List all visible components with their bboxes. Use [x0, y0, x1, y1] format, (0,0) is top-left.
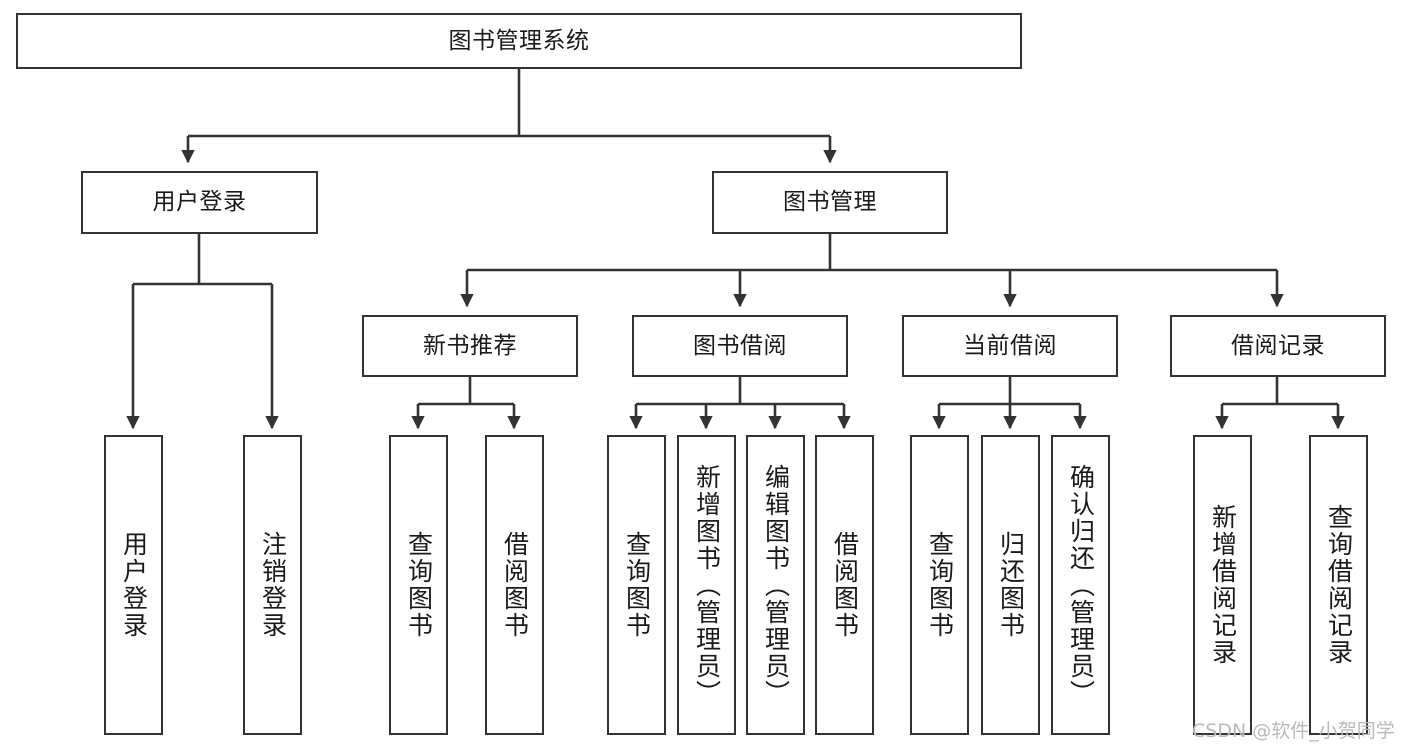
node-label: 用户登录: [119, 531, 149, 639]
node-label: 新书推荐: [423, 332, 517, 359]
node-label: 图书借阅: [693, 332, 787, 359]
node-root-book-management-system[interactable]: 图书管理系统: [16, 13, 1022, 69]
node-label: 新增图书（管理员）: [692, 463, 722, 707]
node-label: 借阅图书: [830, 531, 860, 639]
node-leaf-logout[interactable]: 注销登录: [243, 435, 302, 735]
node-leaf-current-query-book[interactable]: 查询图书: [910, 435, 969, 735]
node-leaf-query-borrow-record[interactable]: 查询借阅记录: [1309, 435, 1368, 735]
node-label: 借阅图书: [500, 531, 530, 639]
node-new-book-recommendation[interactable]: 新书推荐: [362, 315, 578, 377]
node-borrow-record[interactable]: 借阅记录: [1170, 315, 1386, 377]
node-label: 借阅记录: [1231, 332, 1325, 359]
node-leaf-edit-book-admin[interactable]: 编辑图书（管理员）: [746, 435, 805, 735]
node-user-login[interactable]: 用户登录: [81, 171, 318, 234]
node-label: 图书管理系统: [448, 27, 590, 54]
node-label: 用户登录: [152, 189, 247, 215]
node-leaf-confirm-return-admin[interactable]: 确认归还（管理员）: [1051, 435, 1110, 735]
node-leaf-newbook-borrow-book[interactable]: 借阅图书: [485, 435, 544, 735]
node-label: 确认归还（管理员）: [1066, 463, 1096, 707]
node-label: 新增借阅记录: [1208, 504, 1238, 666]
node-label: 编辑图书（管理员）: [761, 463, 791, 707]
node-book-management[interactable]: 图书管理: [712, 171, 948, 234]
node-label: 查询图书: [925, 531, 955, 639]
node-book-borrow[interactable]: 图书借阅: [632, 315, 848, 377]
node-leaf-borrow-borrow-book[interactable]: 借阅图书: [815, 435, 874, 735]
node-label: 归还图书: [996, 531, 1026, 639]
node-leaf-borrow-query-book[interactable]: 查询图书: [607, 435, 666, 735]
node-label: 注销登录: [258, 531, 288, 639]
node-label: 查询图书: [404, 531, 434, 639]
node-leaf-newbook-query-book[interactable]: 查询图书: [389, 435, 448, 735]
node-leaf-add-borrow-record[interactable]: 新增借阅记录: [1193, 435, 1252, 735]
node-label: 当前借阅: [963, 332, 1057, 359]
node-leaf-add-book-admin[interactable]: 新增图书（管理员）: [677, 435, 736, 735]
node-label: 图书管理: [783, 189, 877, 215]
node-current-borrow[interactable]: 当前借阅: [902, 315, 1118, 377]
node-label: 查询借阅记录: [1324, 504, 1354, 666]
node-leaf-return-book[interactable]: 归还图书: [981, 435, 1040, 735]
watermark-text: CSDN @软件_小贺同学: [1192, 720, 1395, 742]
node-leaf-user-login[interactable]: 用户登录: [104, 435, 163, 735]
node-label: 查询图书: [622, 531, 652, 639]
